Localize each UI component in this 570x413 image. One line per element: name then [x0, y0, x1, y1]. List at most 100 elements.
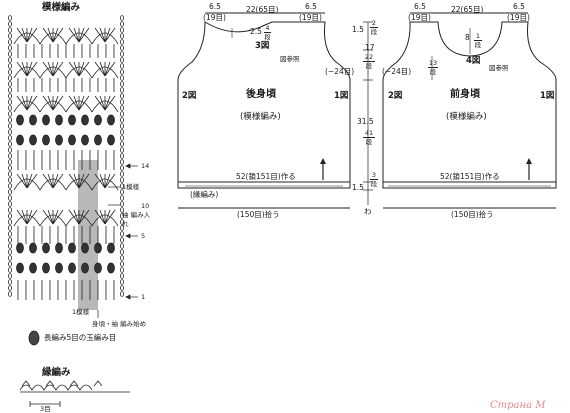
- edging-chart: [19, 380, 130, 407]
- fan-stitch: [78, 173, 85, 189]
- back-piece1: 1図: [334, 91, 349, 101]
- fan-stitch: [99, 27, 106, 43]
- chain-stitch: [7, 135, 12, 141]
- fan-stitch: [73, 27, 80, 43]
- front-shoulder-left-st: (19目): [408, 13, 431, 22]
- fan-arc: [91, 66, 119, 79]
- fan-stitch: [47, 95, 54, 111]
- repeat-bottom-label: 1模様: [72, 308, 90, 316]
- fan-arc: [91, 100, 119, 113]
- repeat-label: 1模様: [122, 183, 140, 191]
- fan-stitch: [73, 61, 80, 77]
- fan-stitch: [78, 209, 85, 225]
- chain-stitch: [7, 15, 12, 21]
- chain-stitch: [120, 153, 125, 159]
- fan-stitch: [73, 209, 80, 225]
- fan-stitch: [47, 61, 54, 77]
- chain-stitch: [120, 291, 125, 297]
- fan-arc: [13, 214, 41, 227]
- chain-stitch: [7, 249, 12, 255]
- bobble: [55, 114, 63, 126]
- bobble: [94, 262, 102, 274]
- fan-stitch: [104, 209, 111, 225]
- bobble: [81, 242, 89, 254]
- front-minus24: (−24目): [382, 67, 412, 76]
- fan-stitch: [99, 95, 106, 111]
- chain-stitch: [7, 213, 12, 219]
- fan-stitch: [52, 27, 59, 43]
- fan-arc: [65, 100, 93, 113]
- back-pattern: (模様編み): [240, 112, 281, 122]
- dim-armhole-cm: 17: [365, 43, 375, 52]
- back-neck-depth: 2.5: [250, 27, 262, 36]
- chain-stitch: [120, 129, 125, 135]
- chain-stitch: [120, 75, 125, 81]
- row-label-14: 14: [141, 162, 150, 170]
- back-piece3: 3図: [255, 41, 270, 51]
- fan-stitch: [78, 95, 85, 111]
- chain-stitch: [7, 117, 12, 123]
- bobble-symbol: [28, 330, 40, 346]
- back-piece2: 2図: [182, 91, 197, 101]
- chain-stitch: [120, 15, 125, 21]
- front-piece1: 1図: [540, 91, 555, 101]
- chain-stitch: [7, 33, 12, 39]
- chain-stitch: [7, 51, 12, 57]
- back-pick: (150目)拾う: [237, 210, 280, 219]
- bobble: [16, 114, 24, 126]
- fan-arc: [13, 100, 41, 113]
- chain-stitch: [120, 171, 125, 177]
- back-shoulder-left-cm: 6.5: [209, 2, 221, 11]
- chain-stitch: [7, 39, 12, 45]
- bobble: [81, 262, 89, 274]
- chain-stitch: [7, 93, 12, 99]
- fan-arc: [39, 214, 67, 227]
- fan-stitch: [21, 95, 28, 111]
- fan-stitch: [99, 173, 106, 189]
- fan-arc: [39, 100, 67, 113]
- fan-arc: [39, 178, 67, 191]
- sleeve-start-label-2: れ: [122, 220, 129, 228]
- bobble: [29, 134, 37, 146]
- front-chain: 52(鎖151目)作る: [440, 172, 500, 181]
- chain-stitch: [120, 21, 125, 27]
- stitch-rows: [7, 15, 125, 300]
- chain-stitch: [120, 123, 125, 129]
- chain-stitch: [7, 231, 12, 237]
- fan-stitch: [104, 61, 111, 77]
- chain-stitch: [7, 273, 12, 279]
- fan-stitch: [104, 173, 111, 189]
- chain-stitch: [120, 147, 125, 153]
- back-edge-label: (縁編み): [190, 190, 219, 199]
- chain-stitch: [120, 219, 125, 225]
- bobble: [94, 242, 102, 254]
- chain-stitch: [120, 159, 125, 165]
- bobble: [55, 134, 63, 146]
- dim-top-cm: 1.5: [352, 25, 364, 34]
- chain-stitch: [7, 147, 12, 153]
- bobble: [42, 114, 50, 126]
- sleeve-start-label: 袖 編み入: [122, 211, 151, 219]
- front-pick: (150目)拾う: [451, 210, 494, 219]
- chain-stitch: [7, 111, 12, 117]
- fan-stitch: [26, 209, 33, 225]
- chain-stitch: [7, 189, 12, 195]
- bobble: [68, 262, 76, 274]
- bobble: [107, 134, 115, 146]
- chain-stitch: [7, 225, 12, 231]
- bobble: [42, 242, 50, 254]
- bobble: [107, 114, 115, 126]
- fan-arc: [39, 32, 67, 45]
- fan-stitch: [26, 27, 33, 43]
- chain-stitch: [120, 45, 125, 51]
- edging-title: 縁編み: [42, 367, 71, 378]
- chain-stitch: [7, 177, 12, 183]
- bobble: [55, 262, 63, 274]
- bobble: [55, 242, 63, 254]
- chain-stitch: [7, 87, 12, 93]
- chain-stitch: [120, 255, 125, 261]
